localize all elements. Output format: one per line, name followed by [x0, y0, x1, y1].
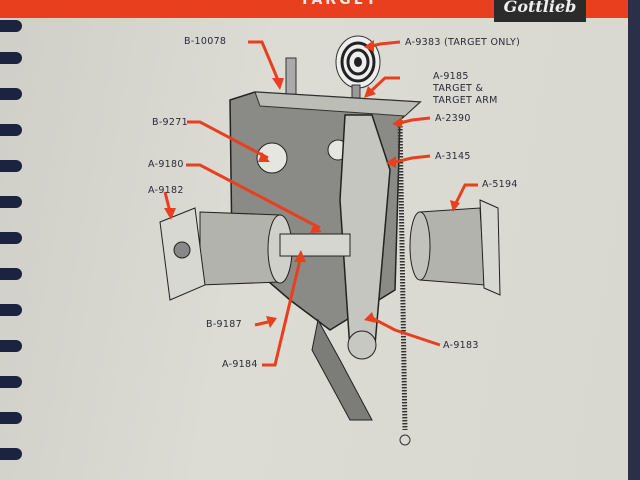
binding-ring — [0, 232, 22, 244]
binding-ring — [0, 412, 22, 424]
binding-ring — [0, 52, 22, 64]
label-a-9185-line2: TARGET & — [433, 83, 484, 94]
label-a-5194: A-5194 — [482, 179, 518, 190]
binding-ring — [0, 304, 22, 316]
banner-title: TARGET — [300, 0, 379, 8]
binding-ring — [0, 160, 22, 172]
binding-ring — [0, 124, 22, 136]
binding-ring — [0, 196, 22, 208]
label-a-9183: A-9183 — [443, 340, 479, 351]
label-a-3145: A-3145 — [435, 151, 471, 162]
label-a-9180: A-9180 — [148, 159, 184, 170]
label-b-9271: B-9271 — [152, 117, 188, 128]
binding-ring — [0, 376, 22, 388]
label-a-2390: A-2390 — [435, 113, 471, 124]
arrow-heads — [164, 40, 460, 328]
label-a-9185-line3: TARGET ARM — [433, 95, 498, 106]
label-a-9184: A-9184 — [222, 359, 258, 370]
binding-ring — [0, 20, 22, 32]
binding-ring — [0, 448, 22, 460]
label-b-10078: B-10078 — [184, 36, 227, 47]
label-b-9187: B-9187 — [206, 319, 242, 330]
header-banner: TARGET — [0, 0, 628, 18]
gottlieb-logo: Gottlieb — [494, 0, 586, 22]
binding-ring — [0, 268, 22, 280]
label-a-9182: A-9182 — [148, 185, 184, 196]
label-a-9383: A-9383 (TARGET ONLY) — [405, 37, 521, 48]
binding-ring — [0, 340, 22, 352]
binding-ring — [0, 88, 22, 100]
label-a-9185: A-9185 — [433, 71, 469, 82]
callout-arrows — [163, 40, 478, 367]
